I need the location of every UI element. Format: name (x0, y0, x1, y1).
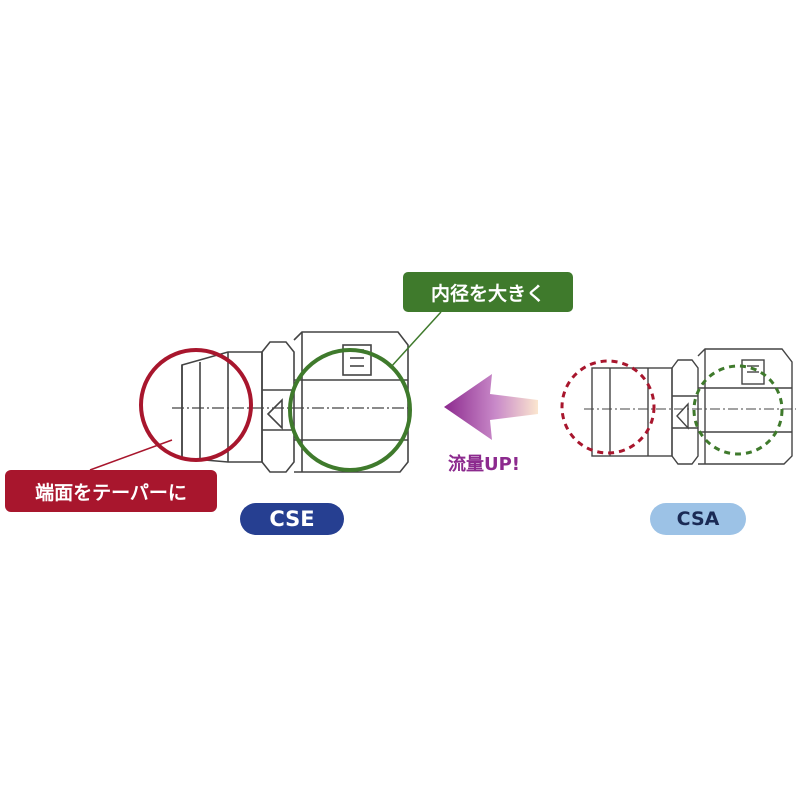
csa-fitting-drawing (584, 348, 796, 465)
inner-diameter-highlight-circle (288, 348, 412, 472)
end-face-taper-label: 端面をテーパーに (5, 470, 217, 512)
end-face-leader-line (89, 439, 173, 471)
end-face-highlight-circle (139, 348, 253, 462)
model-cse-badge: CSE (240, 503, 344, 535)
csa-end-face-dashed-circle (560, 359, 656, 455)
inner-diameter-leader-line (389, 311, 442, 369)
model-csa-badge: CSA (650, 503, 746, 535)
inner-diameter-label: 内径を大きく (403, 272, 573, 312)
arrow-left-icon (444, 374, 538, 440)
flow-up-label: 流量UP! (448, 454, 521, 475)
csa-inner-diameter-dashed-circle (692, 364, 784, 456)
